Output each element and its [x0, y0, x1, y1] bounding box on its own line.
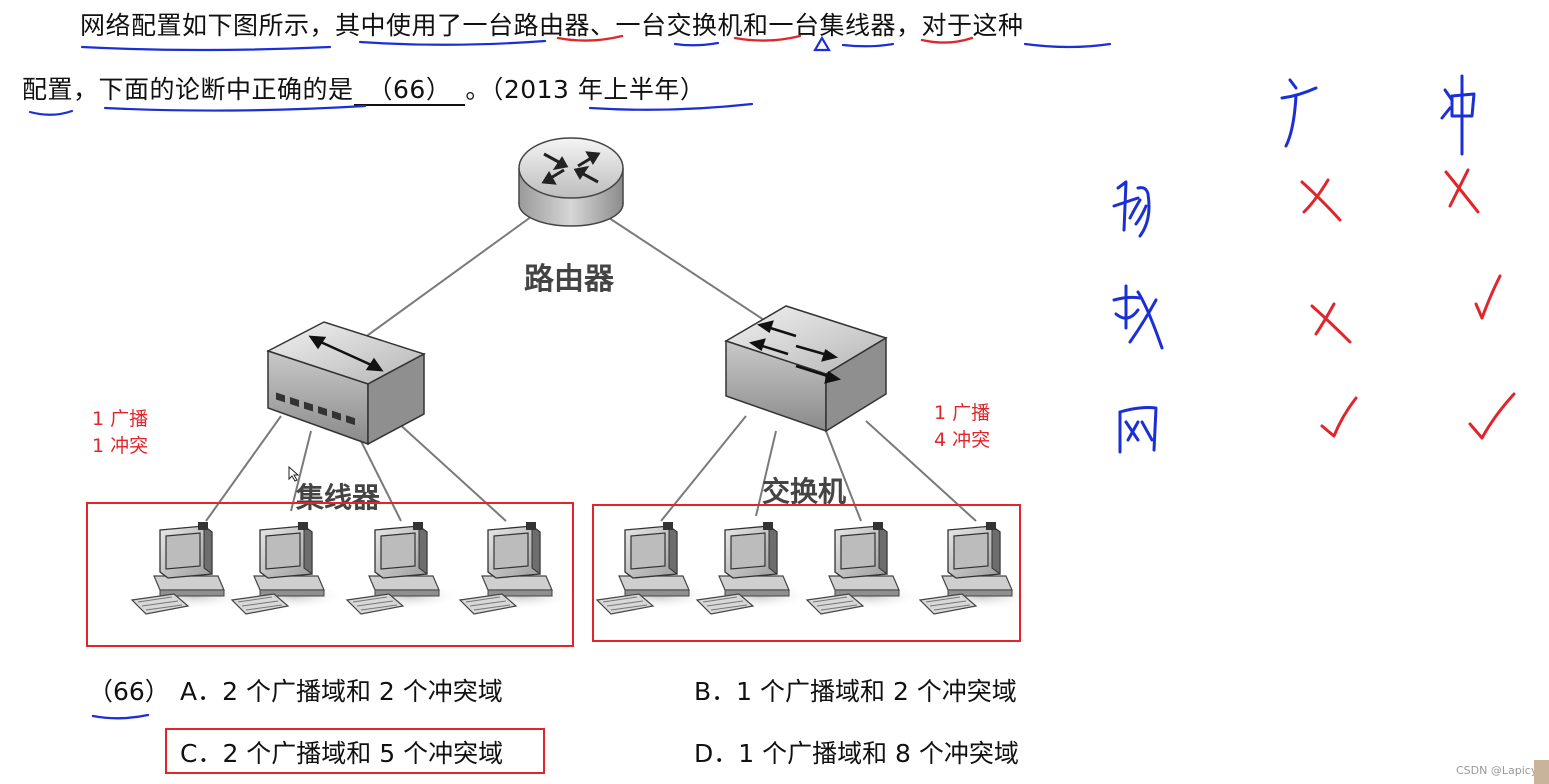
cross-mark [1444, 170, 1480, 214]
underline-mark [733, 34, 802, 42]
answer-blank: （66） [353, 76, 466, 106]
hub-domain-note: 1 广播 1 冲突 [92, 406, 148, 460]
question-line-2-suffix: 。（2013 年上半年） [465, 75, 706, 104]
avatar-thumbnail [1534, 760, 1549, 784]
underline-mark [556, 34, 624, 42]
cross-mark [1314, 302, 1336, 336]
correct-answer-box [165, 728, 545, 774]
question-line-2: 配置，下面的论断中正确的是（66）。（2013 年上半年） [22, 70, 705, 106]
cross-mark [1300, 180, 1342, 222]
option-a: A．2 个广播域和 2 个冲突域 [180, 677, 503, 706]
check-mark [1468, 392, 1516, 440]
switch-domain-note: 1 广播 4 冲突 [934, 400, 990, 454]
option-d: D．1 个广播域和 8 个冲突域 [694, 739, 1019, 768]
hub-collision-domain-box [86, 502, 574, 647]
hub-icon [266, 321, 426, 446]
hub-collision-note: 1 冲突 [92, 435, 149, 457]
text-underline-marks [28, 34, 1112, 116]
underline-mark [920, 36, 974, 44]
underline-mark [358, 39, 547, 46]
question-line-1: 网络配置如下图所示，其中使用了一台路由器、一台交换机和一台集线器，对于这种 [80, 11, 1024, 40]
link-router-hub [345, 205, 547, 352]
handwritten-glyph [1118, 406, 1158, 454]
underline-mark [80, 45, 332, 52]
switch-label: 交换机 [762, 475, 847, 508]
mouse-cursor-icon [288, 466, 300, 482]
cross-mark [1310, 304, 1352, 344]
router-icon [518, 137, 624, 227]
switch-broadcast-note: 1 广播 [934, 402, 991, 424]
hub-label: 集线器 [296, 481, 381, 514]
cross-mark [1448, 168, 1470, 208]
underline-mark [28, 109, 74, 116]
handwritten-glyph [1112, 284, 1164, 350]
handwritten-comparison-table [1112, 74, 1516, 454]
hub-broadcast-note: 1 广播 [92, 408, 149, 430]
option-b: B．1 个广播域和 2 个冲突域 [694, 677, 1017, 706]
network-diagram-graphic [131, 137, 1035, 615]
underline-mark [1023, 42, 1112, 49]
handwritten-glyph [1440, 74, 1476, 156]
option-c: C．2 个广播域和 5 个冲突域 [180, 739, 504, 768]
check-mark [1320, 396, 1358, 438]
underline-mark [673, 41, 720, 47]
underline-mark [841, 42, 895, 48]
handwritten-glyph [1280, 78, 1318, 148]
question-line-2-prefix: 配置，下面的论断中正确的是 [22, 75, 354, 104]
cross-mark [1302, 178, 1330, 214]
check-mark [1474, 274, 1502, 320]
router-label: 路由器 [524, 262, 614, 297]
switch-collision-note: 4 冲突 [934, 429, 991, 451]
question-number-underline [91, 713, 150, 720]
underline-mark [103, 104, 367, 112]
switch-icon [724, 305, 888, 433]
handwritten-glyph [1112, 180, 1151, 238]
underline-mark [588, 102, 754, 111]
question-number: （66） [88, 677, 170, 706]
network-diagram: 路由器 集线器 交换机 [96, 126, 1046, 646]
switch-collision-domain-box [592, 504, 1021, 642]
watermark: CSDN @Lapicy [1456, 764, 1538, 777]
caret-mark [813, 35, 831, 52]
